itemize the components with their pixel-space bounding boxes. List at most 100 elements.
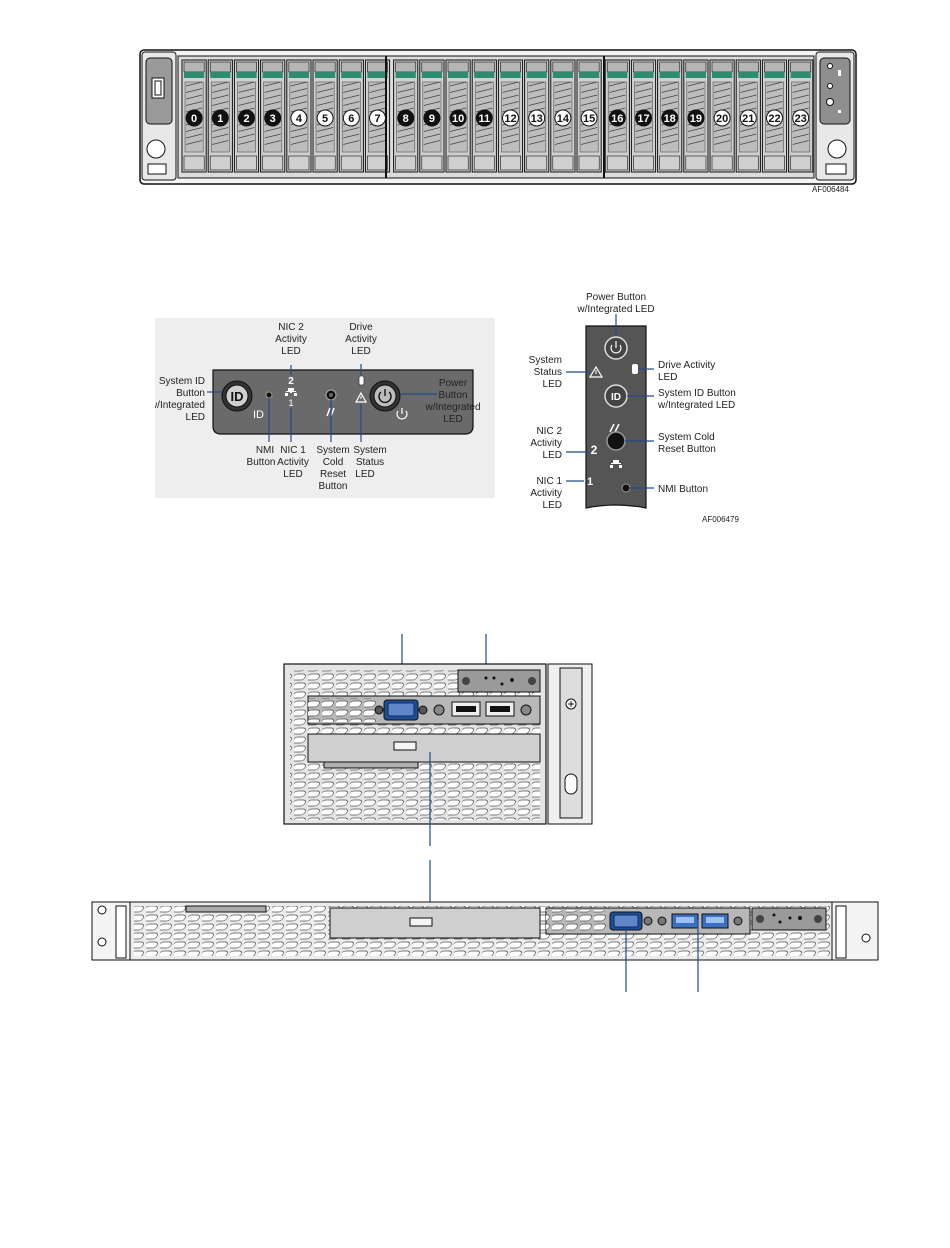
drive-bay-number: 11 xyxy=(478,113,490,125)
drive-bay[interactable]: 23 xyxy=(788,59,814,173)
nmi-button[interactable] xyxy=(265,391,273,399)
label-nmi-button: NMI Button xyxy=(247,445,276,468)
warning-icon xyxy=(354,391,368,403)
network-icon xyxy=(285,388,297,396)
drive-bay[interactable]: 5 xyxy=(312,59,338,173)
drive-bay[interactable]: 12 xyxy=(497,59,524,173)
svg-text:NIC 2: NIC 2 xyxy=(536,426,562,437)
drive-bay-number: 20 xyxy=(716,113,728,125)
optical-drive[interactable] xyxy=(329,907,541,939)
svg-text:Reset: Reset xyxy=(320,469,346,480)
front-1u-chassis-figure xyxy=(91,860,879,992)
usb-port-2[interactable] xyxy=(701,913,729,929)
drive-bay[interactable]: 9 xyxy=(419,59,445,173)
usb-port-1[interactable] xyxy=(671,913,699,929)
cold-reset-button[interactable] xyxy=(325,389,337,401)
label-nmi: NMI Button xyxy=(658,484,708,495)
svg-text:w/Integrated LED: w/Integrated LED xyxy=(657,400,735,411)
svg-text:w/Integrated: w/Integrated xyxy=(155,400,205,411)
drive-bay[interactable]: 6 xyxy=(338,59,364,173)
svg-text:LED: LED xyxy=(658,372,677,383)
usb-port-1[interactable] xyxy=(451,701,481,717)
svg-text:LED: LED xyxy=(543,450,562,461)
drive-bay-number: 8 xyxy=(403,113,409,125)
svg-text:System: System xyxy=(353,445,386,456)
svg-text:Cold: Cold xyxy=(323,457,344,468)
power-button[interactable] xyxy=(369,380,401,412)
label-drive-led: Drive Activity LED xyxy=(658,360,715,383)
warning-icon xyxy=(588,365,604,378)
drive-bay[interactable]: 19 xyxy=(683,59,709,173)
figure3-id: AF006479 xyxy=(702,515,739,524)
svg-text:Activity: Activity xyxy=(530,488,562,499)
svg-text:w/Integrated: w/Integrated xyxy=(424,402,480,413)
drive-bay[interactable]: 17 xyxy=(630,59,657,173)
system-id-button[interactable]: ID xyxy=(221,380,253,412)
drive-bay[interactable]: 0 xyxy=(181,59,207,173)
drive-bay-number: 7 xyxy=(374,113,380,125)
drive-bay[interactable]: 1 xyxy=(207,59,233,173)
power-button[interactable] xyxy=(604,336,628,360)
drive-bay[interactable]: 15 xyxy=(576,59,602,173)
svg-text:System ID: System ID xyxy=(159,376,205,387)
drive-bay-number: 1 xyxy=(217,113,223,125)
panel-nic1-mark: 1 xyxy=(587,476,593,488)
network-icon xyxy=(610,460,622,468)
drive-bay[interactable]: 3 xyxy=(260,59,286,173)
drive-bay-number: 13 xyxy=(531,113,543,125)
drive-bay-number: 4 xyxy=(296,113,303,125)
label-cold-reset: System Cold Reset Button xyxy=(316,445,349,492)
label-nic1: NIC 1 Activity LED xyxy=(530,476,562,511)
svg-text:Button: Button xyxy=(319,481,348,492)
drive-bay-number: 17 xyxy=(637,113,649,125)
drive-bay[interactable]: 10 xyxy=(445,59,471,173)
drive-bay[interactable]: 11 xyxy=(471,59,497,173)
svg-text:System ID Button: System ID Button xyxy=(658,388,736,399)
svg-text:System: System xyxy=(316,445,349,456)
svg-text:Reset Button: Reset Button xyxy=(658,444,716,455)
system-id-button[interactable]: ID xyxy=(604,384,628,408)
drive-bay[interactable]: 13 xyxy=(524,59,550,173)
drive-bay-number: 14 xyxy=(557,113,570,125)
label-system-status: System Status LED xyxy=(529,355,562,390)
panel-id-mark: ID xyxy=(253,409,264,421)
optical-drive[interactable] xyxy=(307,733,541,769)
svg-text:LED: LED xyxy=(186,412,205,423)
panel-nic1-mark: 1 xyxy=(288,398,293,408)
drive-bay-number: 12 xyxy=(504,113,516,125)
svg-text:Drive Activity: Drive Activity xyxy=(658,360,715,371)
svg-text:LED: LED xyxy=(281,346,300,357)
vga-port[interactable] xyxy=(609,911,643,931)
drive-bay[interactable]: 2 xyxy=(233,59,260,173)
drive-bay-number: 22 xyxy=(768,113,780,125)
drive-bay-number: 18 xyxy=(664,113,676,125)
label-nic2: NIC 2 Activity LED xyxy=(530,426,562,461)
svg-text:NMI Button: NMI Button xyxy=(658,484,708,495)
svg-text:Status: Status xyxy=(534,367,562,378)
usb-port-2[interactable] xyxy=(485,701,515,717)
drive-bay[interactable]: 21 xyxy=(735,59,761,173)
cold-reset-button[interactable] xyxy=(606,431,626,451)
drive-bay[interactable]: 16 xyxy=(604,59,630,173)
svg-text:NIC 1: NIC 1 xyxy=(280,445,306,456)
svg-text:LED: LED xyxy=(443,414,462,425)
label-drive-led: Drive Activity LED xyxy=(345,322,377,357)
power-icon xyxy=(396,408,408,420)
label-system-status: System Status LED xyxy=(353,445,386,480)
drive-bay[interactable]: 14 xyxy=(550,59,576,173)
svg-text:NIC 1: NIC 1 xyxy=(536,476,562,487)
drive-bay[interactable]: 18 xyxy=(657,59,683,173)
svg-text:NMI: NMI xyxy=(256,445,274,456)
svg-text:LED: LED xyxy=(351,346,370,357)
svg-text:System: System xyxy=(529,355,562,366)
svg-text:LED: LED xyxy=(543,500,562,511)
svg-text:Power Button: Power Button xyxy=(586,292,646,303)
vga-port[interactable] xyxy=(383,699,419,721)
drive-bay[interactable]: 20 xyxy=(709,59,735,173)
svg-text:Power: Power xyxy=(439,378,468,389)
drive-bay[interactable]: 22 xyxy=(761,59,788,173)
drive-bay[interactable]: 8 xyxy=(393,59,419,173)
nmi-button[interactable] xyxy=(621,483,631,493)
drive-bay[interactable]: 4 xyxy=(286,59,312,173)
